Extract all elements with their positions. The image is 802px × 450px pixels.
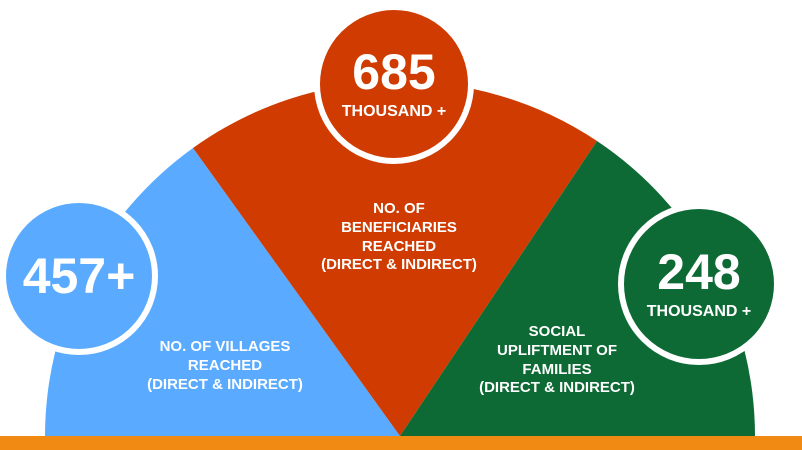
beneficiaries-label-line-3: REACHED xyxy=(361,237,437,255)
families-stat-circle: 248 THOUSAND + xyxy=(618,203,780,365)
villages-label-line-2: REACHED xyxy=(187,356,263,374)
beneficiaries-segment xyxy=(193,81,597,437)
villages-number: 457+ xyxy=(22,248,136,304)
villages-stat-circle: 457+ xyxy=(0,197,158,355)
beneficiaries-label: NO. OF BENEFICIARIES REACHED (DIRECT & I… xyxy=(294,200,504,275)
beneficiaries-label-line-2: BENEFICIARIES xyxy=(341,218,457,236)
beneficiaries-label-line-4: (DIRECT & INDIRECT) xyxy=(321,256,477,274)
beneficiaries-number: 685 xyxy=(352,44,436,100)
families-unit: THOUSAND + xyxy=(646,303,752,320)
families-label-line-4: (DIRECT & INDIRECT) xyxy=(479,379,635,397)
beneficiaries-unit: THOUSAND + xyxy=(341,103,447,120)
beneficiaries-stat-circle: 685 THOUSAND + xyxy=(314,4,474,164)
families-label-line-1: SOCIAL xyxy=(528,323,586,340)
villages-label: NO. OF VILLAGES REACHED (DIRECT & INDIRE… xyxy=(120,338,330,394)
beneficiaries-label-line-1: NO. OF xyxy=(373,200,425,217)
villages-label-line-1: NO. OF VILLAGES xyxy=(159,338,291,355)
villages-label-line-3: (DIRECT & INDIRECT) xyxy=(147,375,303,393)
families-label: SOCIAL UPLIFTMENT OF FAMILIES (DIRECT & … xyxy=(452,323,662,398)
families-label-line-2: UPLIFTMENT OF xyxy=(497,341,617,359)
bottom-bar xyxy=(0,436,802,450)
families-label-line-3: FAMILIES xyxy=(522,360,592,378)
families-number: 248 xyxy=(657,244,741,300)
